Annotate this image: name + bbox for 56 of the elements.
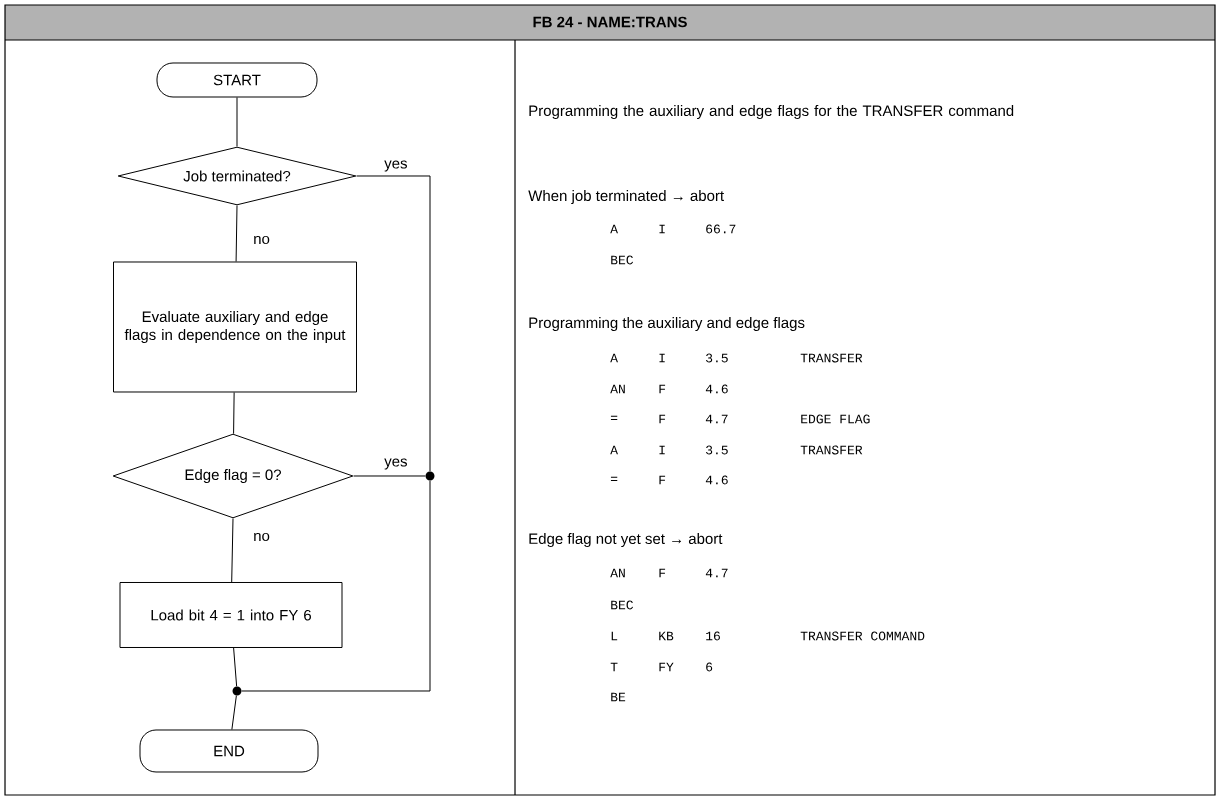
code-text: F <box>659 568 666 578</box>
connector-line <box>241 480 431 692</box>
code-text: = <box>610 415 618 420</box>
connector-line <box>236 97 238 147</box>
code-comment: TRANSFER <box>800 445 863 455</box>
code-text: F <box>659 384 666 394</box>
code-text: F <box>659 475 666 485</box>
code-text: 4.6 <box>705 384 728 394</box>
code-text: 3.5 <box>706 445 728 455</box>
edge-label: yes <box>383 159 409 173</box>
edge-label: no <box>252 234 271 246</box>
code-text: 16 <box>706 631 720 641</box>
code-text: AN <box>610 568 625 578</box>
code-text: 4.7 <box>705 414 728 424</box>
code-text: FY <box>659 662 674 672</box>
code-text: = <box>610 476 618 481</box>
code-text: T <box>610 662 618 672</box>
description-text: Programming the auxiliary and edge flags for the TRANSFER command <box>529 105 1014 119</box>
process-box: Evaluate auxiliary and edge flags in dependence on the input <box>113 261 357 393</box>
code-text: 4.6 <box>705 475 728 485</box>
start-terminal: START <box>156 62 318 98</box>
code-comment: EDGE FLAG <box>801 414 870 424</box>
connector-line <box>231 695 237 730</box>
code-text: 66.7 <box>706 224 736 234</box>
code-text: 3.5 <box>706 353 728 363</box>
end-terminal: END <box>139 729 319 773</box>
code-text: I <box>659 445 665 455</box>
connector-line <box>231 518 234 583</box>
edge-label: yes <box>383 457 409 471</box>
connector-line <box>356 175 431 472</box>
code-text: BEC <box>611 255 634 265</box>
edge-label: no <box>252 531 271 543</box>
code-text: A <box>610 353 618 363</box>
code-text: L <box>611 631 618 641</box>
code-text: BEC <box>611 600 634 610</box>
connector-line <box>233 647 238 687</box>
code-text: AN <box>610 384 625 394</box>
code-comment: TRANSFER COMMAND <box>800 631 925 641</box>
code-text: I <box>659 224 665 234</box>
code-text: I <box>659 353 665 363</box>
code-text: A <box>610 224 618 234</box>
code-text: BE <box>611 692 626 702</box>
code-text: 4.7 <box>705 568 728 578</box>
code-text: 6 <box>706 662 713 672</box>
section-heading: Edge flag not yet set → abort <box>529 533 723 547</box>
section-heading: Programming the auxiliary and edge flags <box>529 317 805 331</box>
code-comment: TRANSFER <box>800 353 863 363</box>
connector-line <box>353 475 426 477</box>
section-heading: When job terminated → abort <box>528 190 724 204</box>
title-text: FB 24 - NAME:TRANS <box>533 16 687 28</box>
process-box: Load bit 4 = 1 into FY 6 <box>119 582 343 648</box>
code-text: KB <box>659 631 674 641</box>
connector-line <box>235 205 238 262</box>
connector-line <box>233 392 235 435</box>
code-text: A <box>610 445 618 455</box>
code-text: F <box>659 414 666 424</box>
